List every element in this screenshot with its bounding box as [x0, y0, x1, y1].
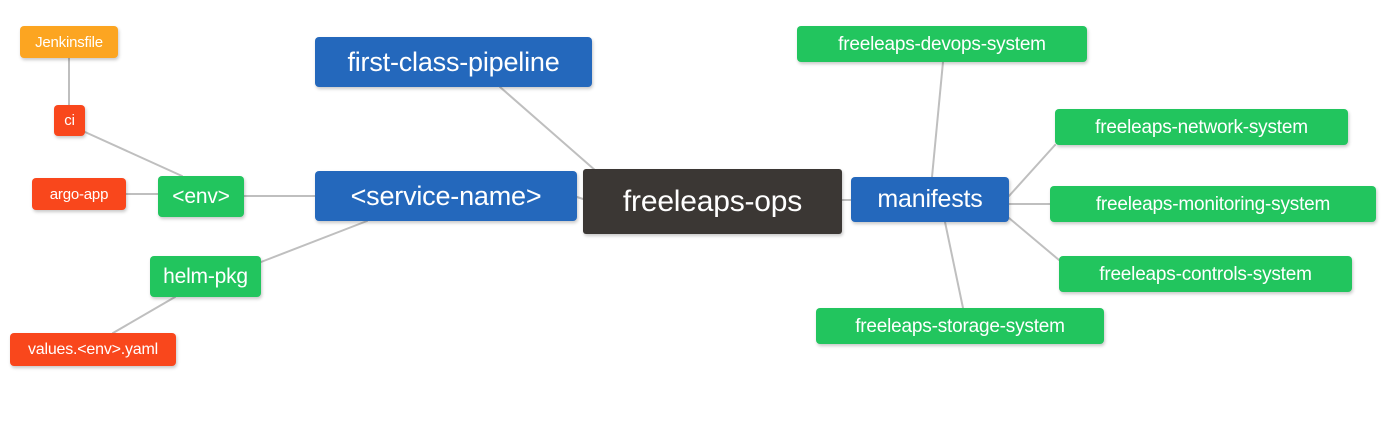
mindmap-node-label: freeleaps-storage-system [855, 315, 1065, 337]
mindmap-node-label: argo-app [49, 185, 109, 203]
mindmap-node-label: freeleaps-network-system [1095, 116, 1308, 138]
mindmap-node-label: values.<env>.yaml [27, 340, 158, 358]
mindmap-node-label: freeleaps-ops [622, 184, 803, 218]
mindmap-edge [499, 86, 597, 172]
mindmap-node-label: freeleaps-monitoring-system [1095, 193, 1331, 215]
mindmap-node-freeleaps-ops[interactable]: freeleaps-ops [583, 169, 842, 234]
mindmap-edge [260, 220, 368, 263]
mindmap-node-monitoring-sys[interactable]: freeleaps-monitoring-system [1050, 186, 1376, 222]
mindmap-edge [944, 221, 964, 309]
mindmap-node-first-class[interactable]: first-class-pipeline [315, 37, 592, 87]
mindmap-node-label: helm-pkg [163, 265, 248, 288]
mindmap-edge [112, 296, 176, 334]
mindmap-edge [1008, 217, 1060, 261]
mindmap-node-label: manifests [877, 185, 983, 213]
mindmap-node-label: ci [64, 112, 75, 129]
mindmap-node-label: freeleaps-controls-system [1099, 263, 1312, 285]
mindmap-node-manifests[interactable]: manifests [851, 177, 1009, 222]
mindmap-edge [1008, 144, 1056, 197]
mindmap-node-label: first-class-pipeline [347, 46, 560, 77]
mindmap-node-service-name[interactable]: <service-name> [315, 171, 577, 221]
mindmap-node-label: freeleaps-devops-system [838, 33, 1046, 55]
mindmap-node-jenkinsfile[interactable]: Jenkinsfile [20, 26, 118, 58]
mindmap-node-label: <service-name> [350, 180, 542, 211]
mindmap-node-label: Jenkinsfile [35, 33, 103, 51]
mindmap-node-values-yaml[interactable]: values.<env>.yaml [10, 333, 176, 366]
mindmap-node-storage-sys[interactable]: freeleaps-storage-system [816, 308, 1104, 344]
mindmap-node-label: <env> [172, 185, 230, 208]
mindmap-node-helm-pkg[interactable]: helm-pkg [150, 256, 261, 297]
mindmap-node-devops-sys[interactable]: freeleaps-devops-system [797, 26, 1087, 62]
mindmap-node-ci[interactable]: ci [54, 105, 85, 136]
mindmap-node-network-sys[interactable]: freeleaps-network-system [1055, 109, 1348, 145]
mindmap-node-env[interactable]: <env> [158, 176, 244, 217]
mindmap-edge [84, 131, 183, 177]
mindmap-node-controls-sys[interactable]: freeleaps-controls-system [1059, 256, 1352, 292]
mindmap-node-argo-app[interactable]: argo-app [32, 178, 126, 210]
mindmap-edge [931, 61, 944, 178]
